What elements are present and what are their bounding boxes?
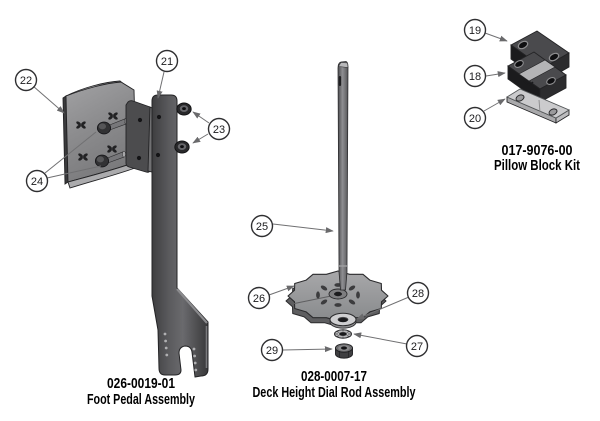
leader-line-23b: [192, 133, 209, 144]
dial-rod-assembly: [285, 61, 389, 359]
plate-hole: [515, 94, 525, 102]
leader-line-24b: [46, 165, 102, 179]
svg-text:21: 21: [161, 56, 173, 68]
callout-28: 28: [406, 281, 430, 305]
svg-text:18: 18: [469, 71, 481, 83]
flange-nut: [176, 102, 192, 116]
leader-line-18: [485, 71, 506, 78]
rod-tip-face: [338, 62, 349, 68]
callout-20: 20: [463, 106, 487, 130]
callout-18: 18: [463, 64, 487, 88]
callouts: 22 21 23 24 25 26 28 27 29 19 18 20: [14, 18, 487, 362]
rod-keyway: [338, 76, 342, 86]
leader-line-19: [484, 32, 508, 42]
disc-slots: [316, 283, 360, 307]
foot-pedal-name: Foot Pedal Assembly: [87, 392, 195, 408]
labels: 026-0019-01 Foot Pedal Assembly 028-0007…: [87, 143, 580, 408]
dial-rod-name: Deck Height Dial Rod Assembly: [253, 385, 416, 401]
leader-line-23a: [192, 111, 210, 124]
callout-24: 24: [25, 169, 49, 193]
hex-nut: [335, 343, 353, 359]
lock-washer-serrations: [334, 329, 352, 339]
block-hole: [546, 77, 556, 85]
callout-21: 21: [155, 49, 179, 73]
leader-line-20: [483, 98, 506, 112]
foot-pedal-part-number: 026-0019-01: [107, 376, 175, 392]
svg-text:20: 20: [469, 113, 481, 125]
pedal-plate: [62, 80, 139, 189]
callout-26: 26: [247, 286, 271, 310]
svg-text:28: 28: [412, 288, 424, 300]
block-hole: [514, 60, 524, 68]
block-hole: [548, 52, 560, 62]
svg-text:25: 25: [256, 221, 268, 233]
mounting-plate: [506, 88, 570, 124]
leader-line-28: [356, 296, 410, 320]
lock-washer: [334, 329, 352, 339]
flange-nut: [174, 140, 190, 154]
dial-rod-part-number: 028-0007-17: [301, 369, 367, 385]
plate-pin-line: [538, 99, 541, 113]
pedal-arm-highlight: [176, 288, 208, 324]
block-hole: [517, 40, 529, 50]
svg-text:22: 22: [20, 75, 32, 87]
svg-text:19: 19: [469, 25, 481, 37]
flange-hole: [136, 155, 142, 161]
svg-text:29: 29: [266, 345, 278, 357]
leader-lines: [32, 32, 508, 353]
saddle-lip: [522, 78, 534, 86]
leader-line-27: [353, 332, 408, 345]
pedal-arm: [151, 94, 209, 378]
svg-text:26: 26: [253, 293, 265, 305]
pillow-block-part-number: 017-9076-00: [502, 143, 573, 159]
leader-line-21: [156, 71, 165, 99]
fork-holes: [163, 332, 198, 372]
callout-25: 25: [250, 214, 274, 238]
arm-hole: [155, 152, 161, 158]
pillow-block-lower: [507, 51, 567, 103]
pillow-block-name: Pillow Block Kit: [494, 158, 580, 174]
svg-text:23: 23: [213, 124, 225, 136]
pillow-block-kit-assembly: [506, 30, 570, 124]
callout-27: 27: [405, 334, 429, 358]
foot-pedal-assembly: [62, 80, 209, 378]
disc-hub-hole: [334, 291, 342, 297]
leader-line-26: [268, 285, 295, 296]
svg-text:24: 24: [31, 176, 43, 188]
leader-line-22: [32, 85, 65, 114]
flat-washer: [329, 312, 357, 329]
dial-rod: [337, 61, 349, 291]
leader-line-25: [272, 223, 334, 234]
leader-line-29: [282, 346, 333, 353]
arm-hole: [156, 114, 162, 120]
flange-hole: [137, 117, 143, 123]
callout-29: 29: [260, 338, 284, 362]
callout-23: 23: [207, 117, 231, 141]
mounting-flange: [125, 100, 155, 173]
dial-disc: [285, 270, 389, 327]
plate-hole: [548, 108, 558, 116]
disc-sector-line: [291, 294, 337, 305]
saddle-groove: [518, 59, 556, 82]
callout-19: 19: [463, 18, 487, 42]
svg-text:27: 27: [411, 341, 423, 353]
leader-line-24a: [44, 131, 97, 174]
callout-22: 22: [14, 68, 38, 92]
